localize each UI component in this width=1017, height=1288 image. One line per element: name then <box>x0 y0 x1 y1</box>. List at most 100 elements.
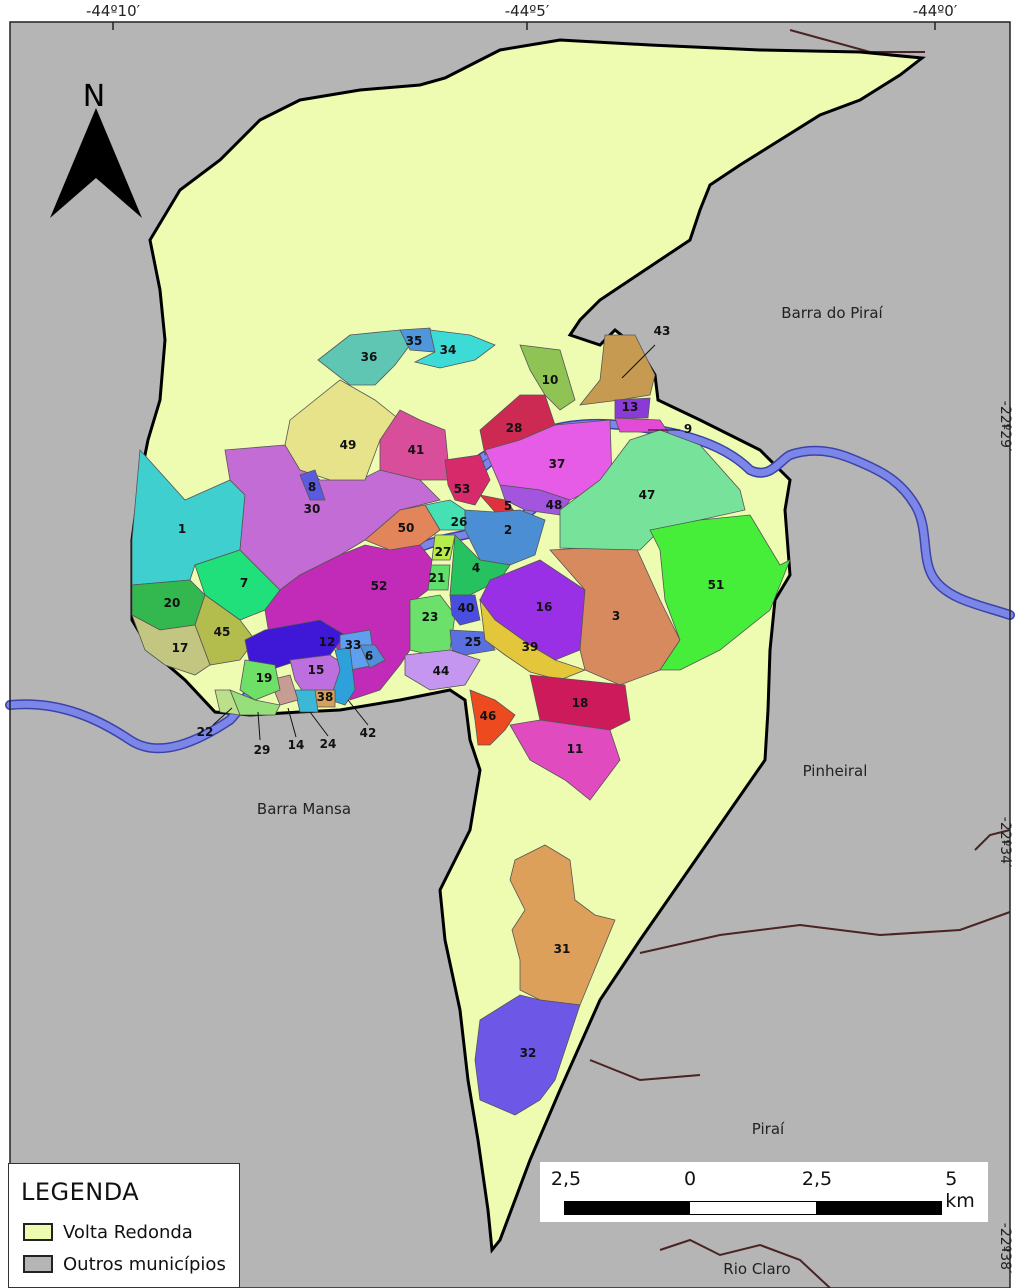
district-label: 4 <box>472 561 480 575</box>
district-label: 46 <box>480 709 497 723</box>
north-arrow: N <box>50 79 142 218</box>
district-3 <box>549 544 681 686</box>
district-label: 49 <box>340 438 357 452</box>
coord-right-2: -22º34′ <box>997 816 1013 868</box>
legend-title: LEGENDA <box>21 1178 140 1206</box>
district-label: 37 <box>549 457 566 471</box>
district-40 <box>449 594 481 626</box>
district-22 <box>214 689 241 716</box>
legend-label: Volta Redonda <box>63 1221 193 1243</box>
district-label: 43 <box>654 324 671 338</box>
district-label: 15 <box>308 663 325 677</box>
district-34 <box>413 329 496 369</box>
district-label: 40 <box>458 601 475 615</box>
district-11 <box>509 719 621 801</box>
district-label: 33 <box>345 638 362 652</box>
district-41 <box>379 409 451 481</box>
scale-label: 2,5 <box>801 1168 833 1190</box>
district-label: 27 <box>435 545 452 559</box>
district-label: 25 <box>465 635 482 649</box>
coord-top-3: -44º0′ <box>912 2 958 20</box>
district-label: 17 <box>172 641 189 655</box>
district-24 <box>294 689 319 713</box>
district-39 <box>479 598 587 681</box>
coord-right-3: -22º38′ <box>997 1222 1013 1274</box>
district-label: 18 <box>572 696 589 710</box>
municipality-labels: Barra do Piraí Pinheiral Barra Mansa Pir… <box>257 304 884 1278</box>
district-label: 31 <box>554 942 571 956</box>
district-43 <box>579 334 656 406</box>
district-label: 44 <box>433 664 450 678</box>
district-label: 5 <box>504 499 512 513</box>
district-label: 48 <box>546 498 563 512</box>
frame-ticks <box>112 22 1010 1251</box>
district-label: 28 <box>506 421 523 435</box>
district-10 <box>519 344 576 411</box>
district-label: 16 <box>536 600 553 614</box>
district-label: 42 <box>360 726 377 740</box>
district-label: 22 <box>197 725 214 739</box>
district-label: 30 <box>304 502 321 516</box>
legend-label: Outros municípios <box>63 1253 226 1275</box>
district-label: 10 <box>542 373 559 387</box>
district-label: 12 <box>319 635 336 649</box>
district-label: 47 <box>639 488 656 502</box>
legend-item-volta-redonda: Volta Redonda <box>23 1221 193 1243</box>
district-42 <box>329 647 356 706</box>
district-label: 35 <box>406 334 423 348</box>
scale-bar: 2,5 0 2,5 5 km <box>540 1162 988 1222</box>
district-label: 36 <box>361 350 378 364</box>
district-label: 23 <box>422 610 439 624</box>
municipality-label-rio-claro: Rio Claro <box>723 1260 790 1278</box>
scale-bar-graphic <box>564 1201 942 1215</box>
district-label: 26 <box>451 515 468 529</box>
scale-label: 2,5 <box>550 1168 582 1190</box>
district-51 <box>649 514 791 671</box>
district-label: 24 <box>320 737 337 751</box>
district-27 <box>431 534 456 561</box>
district-label: 41 <box>408 443 425 457</box>
legend-item-outros-municipios: Outros municípios <box>23 1253 226 1275</box>
district-36 <box>317 329 411 386</box>
municipality-label-barra-do-pirai: Barra do Piraí <box>781 304 883 322</box>
district-label: 51 <box>708 578 725 592</box>
district-49 <box>284 379 401 481</box>
municipality-label-barra-mansa: Barra Mansa <box>257 800 351 818</box>
coord-top-1: -44º10′ <box>85 2 141 20</box>
district-2 <box>464 509 546 566</box>
district-13 <box>614 397 651 419</box>
district-label: 11 <box>567 742 584 756</box>
district-label: 9 <box>684 422 692 436</box>
district-8 <box>299 469 326 501</box>
district-46 <box>469 689 516 746</box>
district-53 <box>444 454 491 506</box>
district-label: 19 <box>256 671 273 685</box>
district-9 <box>614 417 669 433</box>
legend-swatch <box>23 1223 53 1241</box>
district-label: 45 <box>214 625 231 639</box>
district-label: 2 <box>504 523 512 537</box>
district-label: 7 <box>240 576 248 590</box>
district-label: 29 <box>254 743 271 757</box>
district-25 <box>449 629 496 656</box>
district-label: 14 <box>288 738 305 752</box>
municipal-boundaries <box>589 29 1011 1288</box>
district-label: 52 <box>371 579 388 593</box>
district-label: 20 <box>164 596 181 610</box>
leader-lines <box>212 344 680 741</box>
district-label: 34 <box>440 343 457 357</box>
district-label: 53 <box>454 482 471 496</box>
district-labels: 1 2 3 4 5 6 7 8 9 10 11 12 13 14 15 16 1… <box>164 324 725 1060</box>
district-label: 38 <box>317 690 334 704</box>
district-label: 39 <box>522 640 539 654</box>
district-44 <box>404 649 481 691</box>
municipality-label-pirai: Piraí <box>752 1120 785 1138</box>
district-18 <box>529 674 631 731</box>
coord-top-2: -44º5′ <box>504 2 550 20</box>
scale-label: 0 <box>683 1168 697 1190</box>
district-label: 32 <box>520 1046 537 1060</box>
district-label: 3 <box>612 609 620 623</box>
north-label: N <box>83 79 105 114</box>
coord-right-1: -22º29′ <box>997 400 1013 452</box>
